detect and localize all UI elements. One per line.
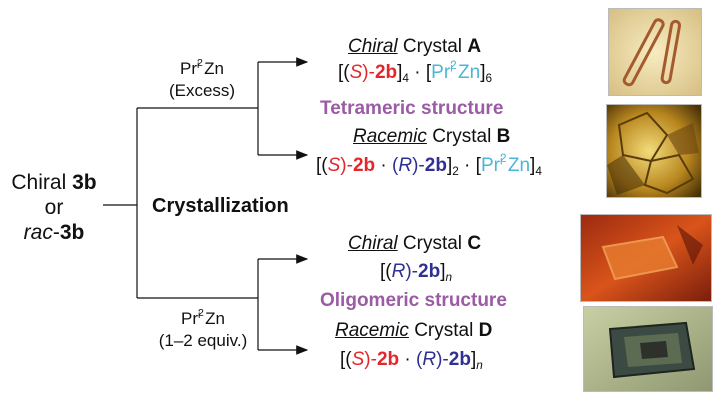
crystal-d-title: Racemic Crystal D xyxy=(335,320,492,342)
crystal-b-title: Racemic Crystal B xyxy=(353,126,510,148)
crystal-c-formula: [(R)-2b]n xyxy=(380,261,452,283)
crystal-c-photo xyxy=(580,214,712,302)
crystal-d-formula: [(S)-2b · (R)-2b]n xyxy=(340,349,483,371)
oligomeric-label: Oligomeric structure xyxy=(320,290,507,312)
crystal-a-photo xyxy=(608,8,702,96)
starting-material: Chiral 3b or rac-3b xyxy=(4,170,104,245)
crystal-b-photo xyxy=(606,104,702,198)
crystal-d-photo xyxy=(583,306,713,392)
crystal-a-title: Chiral Crystal A xyxy=(348,36,481,58)
crystal-c-title: Chiral Crystal C xyxy=(348,233,481,255)
tetrameric-label: Tetrameric structure xyxy=(320,98,503,120)
crystallization-label: Crystallization xyxy=(152,195,289,218)
